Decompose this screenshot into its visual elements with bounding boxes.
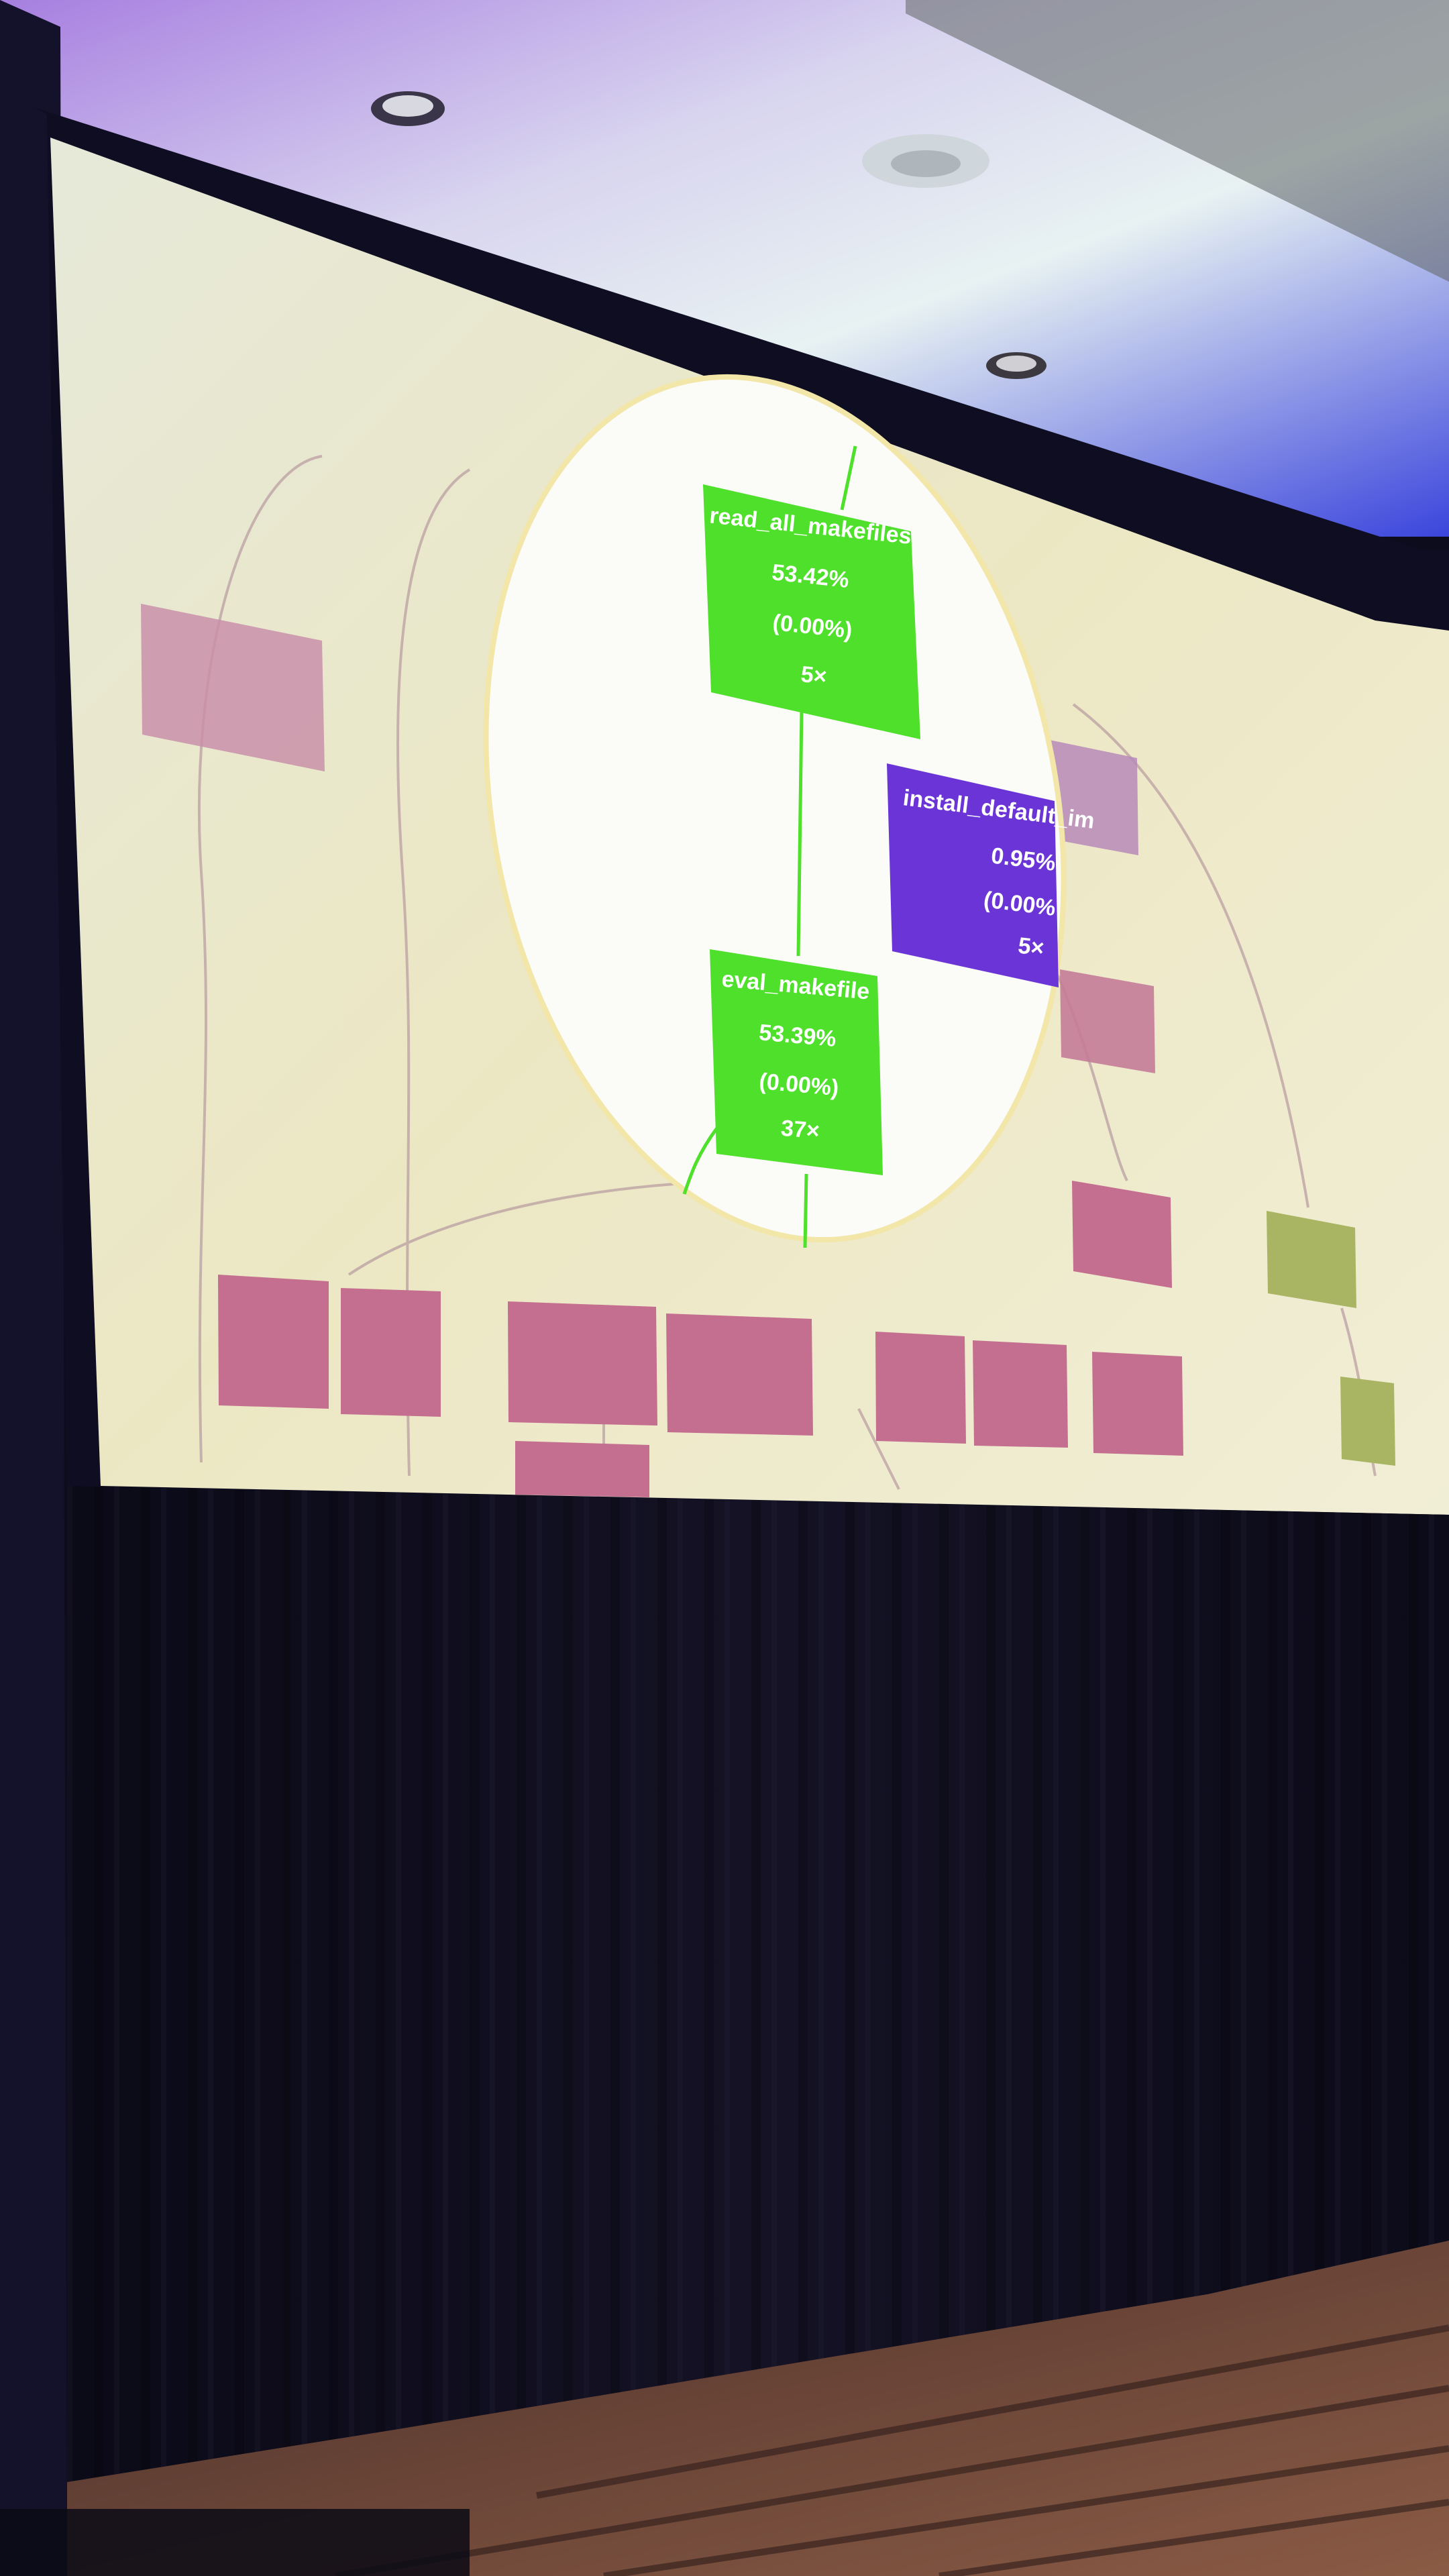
node-eval-makefile-line-4: 37× xyxy=(780,1116,821,1144)
node-eval-makefile: eval_makefile 53.39% (0.00%) 37× xyxy=(710,949,883,1175)
background-nodes xyxy=(141,604,1395,1497)
node-read-all-makefiles-line-4: 5× xyxy=(800,661,828,690)
node-faint-13 xyxy=(1092,1352,1183,1456)
node-faint-3 xyxy=(1060,969,1155,1073)
carpet-floor xyxy=(67,2241,1449,2576)
node-faint-1 xyxy=(141,604,325,771)
node-faint-9 xyxy=(508,1301,657,1426)
wall-left xyxy=(0,0,67,2576)
node-faint-5 xyxy=(1267,1211,1356,1308)
ceiling-beam xyxy=(906,0,1449,282)
node-faint-7 xyxy=(218,1275,329,1409)
spotlight xyxy=(483,374,1067,1243)
spotlight-edges xyxy=(682,445,857,1248)
node-faint-8 xyxy=(341,1288,441,1417)
node-install-default-line-4: 5× xyxy=(1017,932,1046,961)
node-install-default-implicit-rules: install_default_im 0.95% (0.00% 5× xyxy=(887,763,1096,987)
stage-base-shadow xyxy=(0,2509,470,2576)
node-faint-10 xyxy=(666,1313,813,1436)
node-faint-6 xyxy=(1340,1377,1395,1466)
node-faint-11 xyxy=(875,1332,966,1444)
node-faint-2 xyxy=(1040,738,1138,855)
node-faint-12 xyxy=(973,1340,1068,1448)
node-faint-4 xyxy=(1072,1181,1172,1288)
node-faint-14 xyxy=(515,1441,649,1497)
carpet-pattern xyxy=(335,2324,1449,2576)
